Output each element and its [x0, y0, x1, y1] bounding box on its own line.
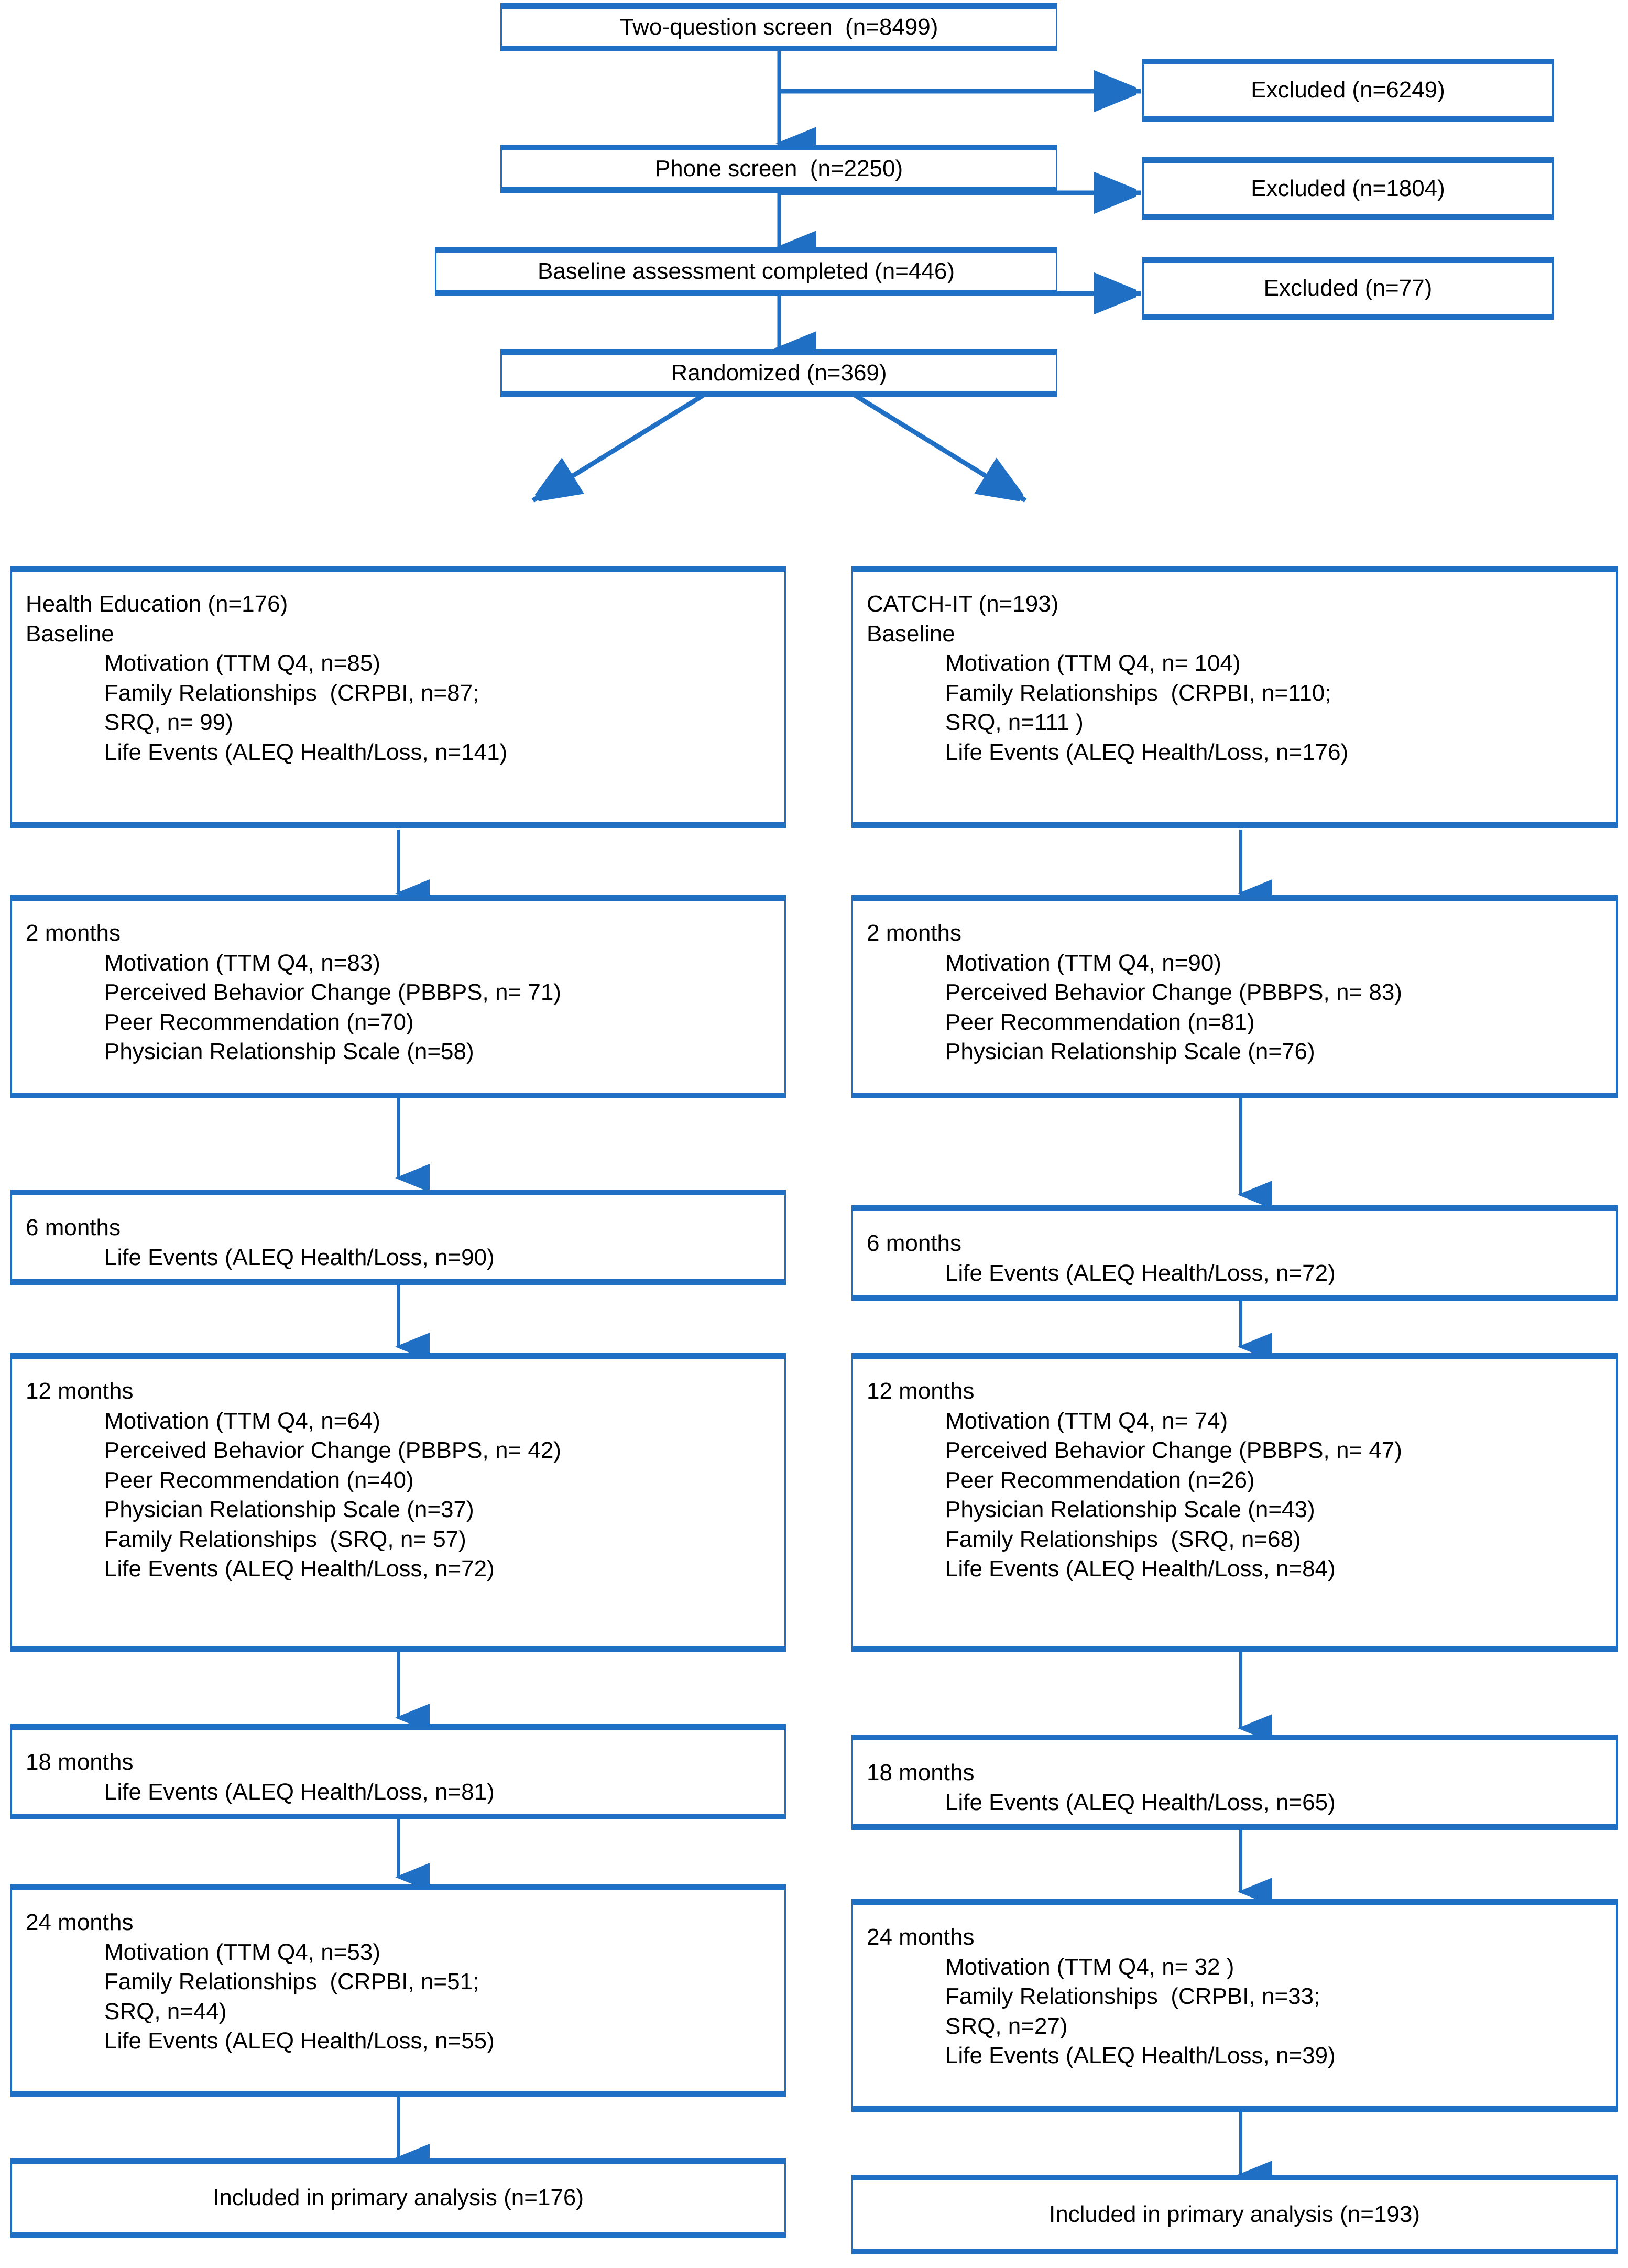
arm-health-education-18-months[interactable]: 18 months Life Events (ALEQ Health/Loss,… [10, 1724, 786, 1819]
arm-line: Family Relationships (CRPBI, n=51; [104, 1969, 479, 1995]
node-label: Included in primary analysis (n=193) [1048, 2201, 1421, 2227]
node-label: Excluded (n=77) [1263, 275, 1433, 301]
arm-lines: 2 months Motivation (TTM Q4, n=90) Perce… [867, 919, 1602, 1067]
arm-health-education-baseline[interactable]: Health Education (n=176) Baseline Motiva… [10, 566, 786, 828]
node-label: Randomized (n=369) [671, 359, 887, 386]
arm-catch-it-baseline[interactable]: CATCH-IT (n=193) Baseline Motivation (TT… [851, 566, 1618, 828]
arm-lines: 12 months Motivation (TTM Q4, n= 74) Per… [867, 1377, 1602, 1584]
arm-line: Family Relationships (SRQ, n= 57) [104, 1526, 466, 1552]
arm-line: SRQ, n= 99) [104, 710, 233, 736]
arm-line: 2 months [26, 920, 121, 946]
arm-line: Physician Relationship Scale (n=37) [104, 1497, 474, 1523]
arm-line: Physician Relationship Scale (n=43) [945, 1497, 1315, 1523]
arm-line: Life Events (ALEQ Health/Loss, n=72) [945, 1260, 1336, 1286]
arm-line: Peer Recommendation (n=81) [945, 1009, 1255, 1035]
arm-line: Baseline [26, 620, 114, 647]
arm-line: Life Events (ALEQ Health/Loss, n=65) [945, 1789, 1336, 1815]
arm-health-education-6-months[interactable]: 6 months Life Events (ALEQ Health/Loss, … [10, 1190, 786, 1285]
arm-line: Family Relationships (SRQ, n=68) [945, 1526, 1301, 1552]
arm-line: Motivation (TTM Q4, n=85) [104, 650, 380, 677]
arm-line: Peer Recommendation (n=26) [945, 1467, 1255, 1493]
arm-line: Motivation (TTM Q4, n=83) [104, 950, 380, 976]
node-two-question-screen[interactable]: Two-question screen (n=8499) [500, 3, 1057, 51]
arm-line: Motivation (TTM Q4, n=90) [945, 950, 1221, 976]
node-label: Baseline assessment completed (n=446) [537, 258, 955, 284]
arm-lines: 6 months Life Events (ALEQ Health/Loss, … [26, 1213, 771, 1272]
arm-line: Life Events (ALEQ Health/Loss, n=39) [945, 2043, 1336, 2069]
arm-lines: 6 months Life Events (ALEQ Health/Loss, … [867, 1229, 1602, 1288]
arm-line: SRQ, n=111 ) [945, 710, 1084, 736]
node-randomized[interactable]: Randomized (n=369) [500, 349, 1057, 397]
arm-line: 12 months [867, 1378, 975, 1404]
node-included-primary-analysis-health-education[interactable]: Included in primary analysis (n=176) [10, 2158, 786, 2238]
arm-lines: 2 months Motivation (TTM Q4, n=83) Perce… [26, 919, 771, 1067]
arm-lines: 18 months Life Events (ALEQ Health/Loss,… [867, 1758, 1602, 1817]
arm-lines: 24 months Motivation (TTM Q4, n= 32 ) Fa… [867, 1923, 1602, 2071]
node-label: Included in primary analysis (n=176) [212, 2184, 584, 2210]
arm-line: SRQ, n=44) [104, 1998, 227, 2024]
arm-line: Perceived Behavior Change (PBBPS, n= 42) [104, 1437, 561, 1464]
arm-line: 6 months [26, 1215, 121, 1240]
node-included-primary-analysis-catch-it[interactable]: Included in primary analysis (n=193) [851, 2175, 1618, 2254]
arm-catch-it-2-months[interactable]: 2 months Motivation (TTM Q4, n=90) Perce… [851, 895, 1618, 1098]
arm-line: 18 months [867, 1760, 975, 1785]
arm-lines: 12 months Motivation (TTM Q4, n=64) Perc… [26, 1377, 771, 1584]
arm-line: 24 months [867, 1924, 975, 1950]
arm-line: Perceived Behavior Change (PBBPS, n= 83) [945, 979, 1402, 1006]
node-excluded-2[interactable]: Excluded (n=1804) [1142, 157, 1554, 220]
arm-catch-it-12-months[interactable]: 12 months Motivation (TTM Q4, n= 74) Per… [851, 1353, 1618, 1652]
arm-line: 18 months [26, 1749, 134, 1775]
arm-lines: 24 months Motivation (TTM Q4, n=53) Fami… [26, 1908, 771, 2056]
node-baseline-assessment[interactable]: Baseline assessment completed (n=446) [435, 247, 1057, 296]
node-excluded-3[interactable]: Excluded (n=77) [1142, 257, 1554, 320]
arm-health-education-12-months[interactable]: 12 months Motivation (TTM Q4, n=64) Perc… [10, 1353, 786, 1652]
node-label: Excluded (n=1804) [1251, 175, 1445, 201]
arm-line: SRQ, n=27) [945, 2013, 1068, 2039]
arm-catch-it-6-months[interactable]: 6 months Life Events (ALEQ Health/Loss, … [851, 1205, 1618, 1301]
arm-line: 24 months [26, 1910, 134, 1935]
arm-lines: 18 months Life Events (ALEQ Health/Loss,… [26, 1748, 771, 1807]
arm-line: 12 months [26, 1378, 134, 1404]
arm-line: Motivation (TTM Q4, n= 104) [945, 650, 1241, 677]
arm-health-education-2-months[interactable]: 2 months Motivation (TTM Q4, n=83) Perce… [10, 895, 786, 1098]
arm-line: Health Education (n=176) [26, 591, 288, 617]
arm-line: Motivation (TTM Q4, n= 32 ) [945, 1954, 1234, 1980]
arm-line: Physician Relationship Scale (n=76) [945, 1039, 1315, 1065]
arm-line: Motivation (TTM Q4, n=53) [104, 1939, 380, 1965]
arm-line: Peer Recommendation (n=70) [104, 1009, 414, 1035]
arm-lines: Health Education (n=176) Baseline Motiva… [26, 590, 771, 767]
arm-catch-it-24-months[interactable]: 24 months Motivation (TTM Q4, n= 32 ) Fa… [851, 1899, 1618, 2112]
arm-health-education-24-months[interactable]: 24 months Motivation (TTM Q4, n=53) Fami… [10, 1884, 786, 2097]
arm-line: Life Events (ALEQ Health/Loss, n=90) [104, 1244, 495, 1270]
arm-line: Perceived Behavior Change (PBBPS, n= 47) [945, 1437, 1402, 1464]
arm-line: Motivation (TTM Q4, n=64) [104, 1408, 380, 1434]
arm-catch-it-18-months[interactable]: 18 months Life Events (ALEQ Health/Loss,… [851, 1735, 1618, 1830]
node-label: Two-question screen (n=8499) [619, 14, 938, 40]
arm-line: Family Relationships (CRPBI, n=87; [104, 680, 479, 706]
arm-line: CATCH-IT (n=193) [867, 591, 1059, 617]
arm-line: Peer Recommendation (n=40) [104, 1467, 414, 1493]
arm-line: Life Events (ALEQ Health/Loss, n=176) [945, 739, 1349, 765]
node-phone-screen[interactable]: Phone screen (n=2250) [500, 145, 1057, 193]
arm-line: Perceived Behavior Change (PBBPS, n= 71) [104, 979, 561, 1006]
node-excluded-1[interactable]: Excluded (n=6249) [1142, 59, 1554, 122]
arm-line: Physician Relationship Scale (n=58) [104, 1039, 474, 1065]
arm-lines: CATCH-IT (n=193) Baseline Motivation (TT… [867, 590, 1602, 767]
arm-line: Life Events (ALEQ Health/Loss, n=72) [104, 1556, 495, 1582]
arm-line: Life Events (ALEQ Health/Loss, n=84) [945, 1556, 1336, 1582]
arm-line: Baseline [867, 620, 955, 647]
arm-line: Family Relationships (CRPBI, n=33; [945, 1983, 1320, 2010]
arm-line: Life Events (ALEQ Health/Loss, n=55) [104, 2028, 495, 2054]
arm-line: Life Events (ALEQ Health/Loss, n=141) [104, 739, 508, 765]
node-label: Phone screen (n=2250) [654, 155, 903, 181]
arm-line: 6 months [867, 1230, 961, 1256]
arm-line: Family Relationships (CRPBI, n=110; [945, 680, 1331, 706]
node-label: Excluded (n=6249) [1251, 77, 1445, 103]
arm-line: Life Events (ALEQ Health/Loss, n=81) [104, 1779, 495, 1805]
arm-line: Motivation (TTM Q4, n= 74) [945, 1408, 1228, 1434]
arm-line: 2 months [867, 920, 961, 946]
